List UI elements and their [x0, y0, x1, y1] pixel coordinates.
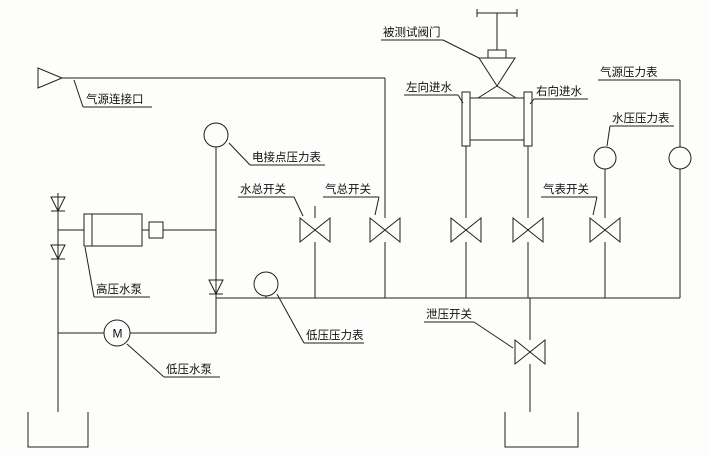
motor-circle-icon — [103, 319, 131, 347]
tank-outline — [504, 412, 579, 448]
label-water-pressure-gauge: 水压压力表 — [606, 111, 674, 147]
valve-flange-left — [461, 91, 471, 147]
valve-air-gauge-switch — [589, 216, 621, 244]
test-valve-symbol — [461, 9, 533, 147]
pump-cylinder — [83, 213, 143, 247]
label-text: 水压压力表 — [612, 111, 670, 125]
label-text: 泄压开关 — [426, 307, 472, 321]
label-air-gauge-switch: 气表开关 — [541, 182, 598, 216]
valve-bowtie — [450, 216, 467, 244]
check-valve-icon — [50, 196, 66, 213]
gauge-electric-contact — [203, 122, 229, 148]
valve-relief — [514, 338, 546, 366]
label-text: 气源连接口 — [86, 92, 144, 106]
valve-left-inlet — [450, 216, 482, 244]
valve-bonnet — [478, 57, 516, 87]
valve-bowtie — [299, 216, 316, 244]
label-leader — [73, 79, 84, 108]
label-relief-switch: 泄压开关 — [424, 307, 514, 349]
label-leader — [126, 343, 165, 378]
label-air-source-gauge: 气源压力表 — [598, 65, 681, 147]
pipe-network — [57, 77, 681, 412]
label-air-connection: 气源连接口 — [73, 79, 152, 108]
label-text: 气总开关 — [325, 182, 371, 196]
label-water-main-switch: 水总开关 — [238, 182, 304, 217]
valve-flare — [477, 85, 498, 99]
valve-bowtie — [529, 338, 546, 366]
valve-bowtie — [512, 216, 529, 244]
check-valve-top — [50, 196, 66, 213]
water-tank-right — [504, 412, 579, 448]
label-test-valve: 被测试阀门 — [381, 25, 480, 59]
air-source-symbol — [37, 67, 64, 89]
low-pressure-pump-symbol: M — [103, 319, 131, 347]
valve-air-main — [369, 216, 401, 244]
valve-bowtie — [384, 216, 401, 244]
gauge-water-pressure — [593, 146, 617, 170]
check-valve-icon — [50, 244, 66, 261]
gauge-dial-icon — [593, 146, 617, 170]
valve-bowtie — [369, 216, 386, 244]
valve-flare — [496, 85, 517, 99]
label-text: 电接点压力表 — [252, 150, 321, 164]
label-low-pressure-pump: 低压水泵 — [126, 343, 220, 378]
label-left-inlet: 左向进水 — [404, 80, 464, 104]
check-valve-discharge — [208, 279, 224, 296]
valve-flange-right — [523, 91, 533, 147]
label-text: 水总开关 — [240, 182, 286, 196]
valve-gland — [487, 49, 507, 59]
label-electric-contact-gauge: 电接点压力表 — [228, 142, 325, 166]
label-right-inlet: 右向进水 — [529, 84, 588, 105]
gauge-dial-icon — [253, 271, 279, 297]
high-pressure-pump-symbol — [83, 213, 164, 247]
gauge-air-source — [668, 146, 692, 170]
label-leader — [592, 196, 598, 216]
label-text: 低压水泵 — [166, 363, 212, 376]
air-source-triangle-icon — [37, 67, 64, 89]
label-leader — [374, 196, 380, 216]
label-text: 高压水泵 — [96, 282, 142, 296]
label-leader — [276, 293, 305, 344]
label-low-pressure-gauge: 低压压力表 — [276, 293, 364, 344]
gauge-low-pressure — [253, 271, 279, 298]
label-leader — [529, 98, 535, 105]
valve-right-inlet — [512, 216, 544, 244]
valve-bowtie — [314, 216, 331, 244]
label-leader — [228, 142, 251, 166]
label-text: 气源压力表 — [600, 65, 658, 79]
valve-bowtie — [589, 216, 606, 244]
valve-body — [469, 97, 525, 141]
gauge-dial-icon — [668, 146, 692, 170]
valve-bowtie — [527, 216, 544, 244]
label-air-main-switch: 气总开关 — [323, 182, 380, 216]
check-valve-icon — [208, 279, 224, 296]
label-text: 被测试阀门 — [383, 25, 441, 39]
check-valve-bottom — [50, 244, 66, 261]
motor-letter: M — [113, 327, 123, 341]
label-text: 气表开关 — [543, 182, 589, 196]
tank-outline — [27, 412, 89, 448]
label-text: 低压压力表 — [306, 328, 364, 342]
valve-water-main — [299, 216, 331, 244]
pump-bracket — [148, 221, 164, 239]
water-tank-left — [27, 412, 89, 448]
label-text: 右向进水 — [536, 84, 582, 98]
label-leader — [293, 196, 304, 217]
label-high-pressure-pump: 高压水泵 — [84, 246, 150, 298]
valve-bowtie — [604, 216, 621, 244]
valve-bowtie — [514, 338, 531, 366]
label-leader — [473, 321, 514, 349]
label-leader — [457, 94, 464, 104]
label-text: 左向进水 — [406, 80, 452, 94]
label-leader — [606, 125, 611, 147]
label-leader — [84, 246, 95, 298]
valve-bowtie — [465, 216, 482, 244]
gauge-dial-icon — [203, 122, 229, 148]
label-leader — [442, 39, 480, 59]
